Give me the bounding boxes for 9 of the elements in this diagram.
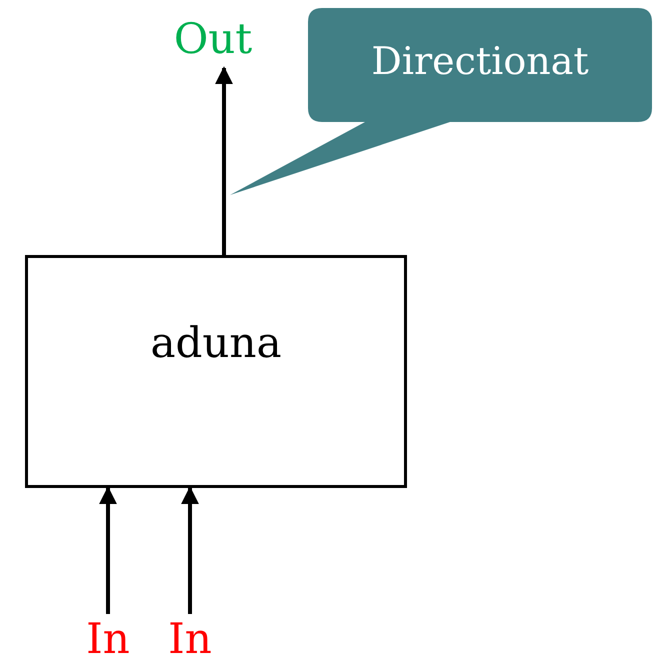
arrow [99, 486, 117, 614]
callout-text: Directionat [370, 38, 590, 85]
output-label: Out [158, 10, 268, 68]
input-label: In [76, 614, 140, 664]
box-label: aduna [149, 317, 283, 369]
process-box [25, 255, 407, 488]
arrow [181, 486, 199, 614]
arrow [215, 66, 233, 255]
input-label: In [158, 614, 222, 664]
